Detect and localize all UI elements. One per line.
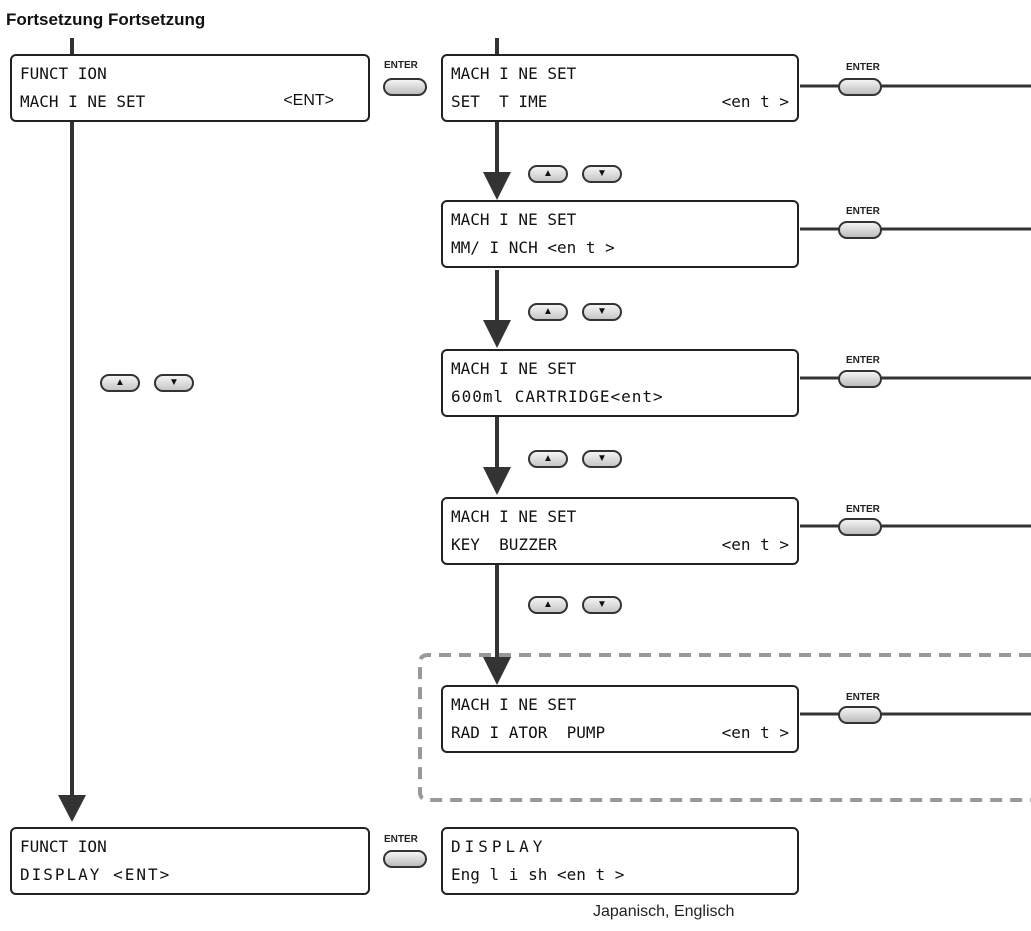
lcd-set-time: MACH I NE SET SET T IME <en t > <box>441 54 799 122</box>
enter-label: ENTER <box>846 355 880 366</box>
lcd-line-2: MM/ I NCH <en t > <box>451 238 615 257</box>
arrow-cartridge-keybuzzer-head <box>483 467 511 495</box>
lcd-function-display: FUNCT ION DISPLAY <ENT> <box>10 827 370 895</box>
lcd-line-1: DISPLAY <box>451 837 547 856</box>
lcd-line-2-right: <en t > <box>721 723 789 742</box>
enter-button[interactable] <box>838 221 882 239</box>
up-button[interactable]: ▲ <box>528 303 568 321</box>
lcd-mm-inch: MACH I NE SET MM/ I NCH <en t > <box>441 200 799 268</box>
arrow-keybuzzer-radiator-head <box>483 657 511 685</box>
lcd-radiator-pump: MACH I NE SET RAD I ATOR PUMP <en t > <box>441 685 799 753</box>
enter-label: ENTER <box>846 504 880 515</box>
optional-group-outline <box>418 653 1031 802</box>
lcd-line-2-right: <en t > <box>721 92 789 111</box>
lcd-line-1: MACH I NE SET <box>451 695 577 714</box>
lcd-line-2-left: RAD I ATOR PUMP <box>451 723 606 742</box>
lcd-line-2-left: MACH I NE SET <box>20 92 146 111</box>
enter-label: ENTER <box>846 62 880 73</box>
lcd-line-1: FUNCT ION <box>20 837 107 856</box>
lcd-line-2: SET T IME <en t > <box>451 92 789 111</box>
lcd-line-1: MACH I NE SET <box>451 210 577 229</box>
lcd-line-2: MACH I NE SET <ENT> <box>20 92 360 111</box>
down-button[interactable]: ▼ <box>582 596 622 614</box>
lcd-line-2: 600ml CARTRIDGE<ent> <box>451 387 664 406</box>
lcd-line-1: MACH I NE SET <box>451 64 577 83</box>
down-button[interactable]: ▼ <box>582 450 622 468</box>
down-button[interactable]: ▼ <box>582 165 622 183</box>
lcd-line-1: MACH I NE SET <box>451 507 577 526</box>
lcd-display-language: DISPLAY Eng l i sh <en t > <box>441 827 799 895</box>
enter-label: ENTER <box>846 206 880 217</box>
enter-button[interactable] <box>838 78 882 96</box>
enter-button[interactable] <box>383 850 427 868</box>
enter-button[interactable] <box>838 370 882 388</box>
up-button[interactable]: ▲ <box>528 596 568 614</box>
lcd-line-2: RAD I ATOR PUMP <en t > <box>451 723 789 742</box>
enter-button[interactable] <box>838 518 882 536</box>
lcd-line-2-left: SET T IME <box>451 92 548 111</box>
lcd-cartridge: MACH I NE SET 600ml CARTRIDGE<ent> <box>441 349 799 417</box>
enter-label: ENTER <box>846 692 880 703</box>
down-button[interactable]: ▼ <box>582 303 622 321</box>
language-options-caption: Japanisch, Englisch <box>593 903 735 920</box>
enter-button[interactable] <box>838 706 882 724</box>
left-main-arrowhead <box>58 795 86 822</box>
lcd-key-buzzer: MACH I NE SET KEY BUZZER <en t > <box>441 497 799 565</box>
lcd-line-2: Eng l i sh <en t > <box>451 865 625 884</box>
enter-label: ENTER <box>384 834 418 845</box>
arrow-mminch-cartridge-head <box>483 320 511 348</box>
lcd-line-2: DISPLAY <ENT> <box>20 865 172 884</box>
lcd-line-2-left: KEY BUZZER <box>451 535 557 554</box>
lcd-line-1: FUNCT ION <box>20 64 107 83</box>
page-heading: Fortsetzung Fortsetzung <box>6 10 206 29</box>
lcd-line-2-right: <en t > <box>721 535 789 554</box>
enter-label: ENTER <box>384 60 418 71</box>
up-button[interactable]: ▲ <box>528 450 568 468</box>
up-button[interactable]: ▲ <box>100 374 140 392</box>
lcd-function-machine-set: FUNCT ION MACH I NE SET <ENT> <box>10 54 370 122</box>
lcd-line-1: MACH I NE SET <box>451 359 577 378</box>
up-button[interactable]: ▲ <box>528 165 568 183</box>
arrow-settime-mminch-head <box>483 172 511 200</box>
enter-button[interactable] <box>383 78 427 96</box>
lcd-line-2-right: <ENT> <box>283 92 334 109</box>
down-button[interactable]: ▼ <box>154 374 194 392</box>
lcd-line-2: KEY BUZZER <en t > <box>451 535 789 554</box>
